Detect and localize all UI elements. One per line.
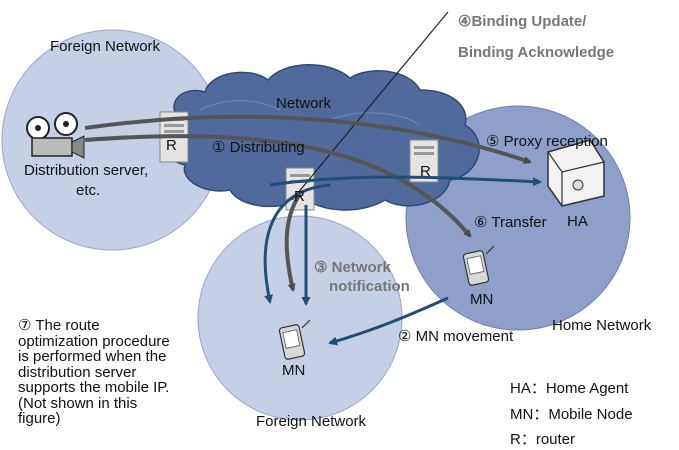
network-cloud	[164, 64, 480, 211]
router-r2-label: R	[294, 188, 305, 205]
ha-label: HA	[567, 213, 588, 230]
foreign-network-top-label: Foreign Network	[50, 38, 161, 55]
binding-update-line	[291, 11, 449, 201]
mn-home-label: MN	[470, 291, 494, 308]
binding-update-label: ④Binding Update/	[458, 13, 587, 30]
distributing-arrow-2	[84, 134, 472, 238]
note-line: (Not shown in this	[18, 394, 138, 412]
distributing-label: ① Distributing	[212, 139, 305, 156]
proxy-forward-arrow	[269, 175, 542, 187]
router-r2-icon	[285, 167, 315, 211]
route-optimization-note: ⑦ The route optimization procedure is pe…	[18, 318, 170, 427]
transfer-label: ⑥ Transfer	[474, 214, 547, 231]
distribution-server-label-2: etc.	[76, 182, 101, 199]
network-label: Network	[276, 95, 332, 112]
mn-movement-arrow	[328, 296, 449, 346]
network-notification-label: ③ Network	[314, 259, 391, 276]
router-r1-label: R	[166, 137, 177, 154]
mn-foreign-label: MN	[282, 362, 306, 379]
distribution-server-label: Distribution server,	[24, 162, 149, 179]
distributing-arrow-3	[284, 192, 302, 292]
foreign-network-bottom-label: Foreign Network	[256, 413, 367, 430]
notification-arrow-1	[263, 183, 331, 304]
note-line: is performed when the	[18, 348, 167, 365]
proxy-reception-label: ⑤ Proxy reception	[486, 133, 608, 150]
binding-ack-label: Binding Acknowledge	[458, 44, 615, 61]
mobile-node-home-icon	[462, 245, 495, 286]
legend-r: R：router	[510, 431, 576, 448]
note-line: ⑦ The route	[18, 317, 100, 334]
foreign-network-bottom-circle	[197, 215, 403, 421]
note-line: figure)	[18, 410, 61, 427]
mobile-node-foreign-icon	[278, 319, 311, 360]
legend-mn: MN：Mobile Node	[510, 406, 633, 423]
home-agent-icon	[547, 139, 605, 207]
distribution-server-icon	[26, 112, 85, 159]
home-network-label: Home Network	[552, 317, 652, 334]
mn-movement-label: ② MN movement	[398, 328, 514, 345]
router-r3-label: R	[420, 163, 431, 180]
note-line: distribution server	[18, 363, 137, 381]
legend-ha: HA：Home Agent	[510, 380, 629, 397]
note-line: optimization procedure	[18, 332, 170, 350]
distributing-arrow-1	[84, 114, 532, 164]
note-line: supports the mobile IP.	[18, 379, 170, 396]
router-r3-icon	[409, 139, 439, 183]
network-notification-label-2: notification	[329, 278, 410, 295]
